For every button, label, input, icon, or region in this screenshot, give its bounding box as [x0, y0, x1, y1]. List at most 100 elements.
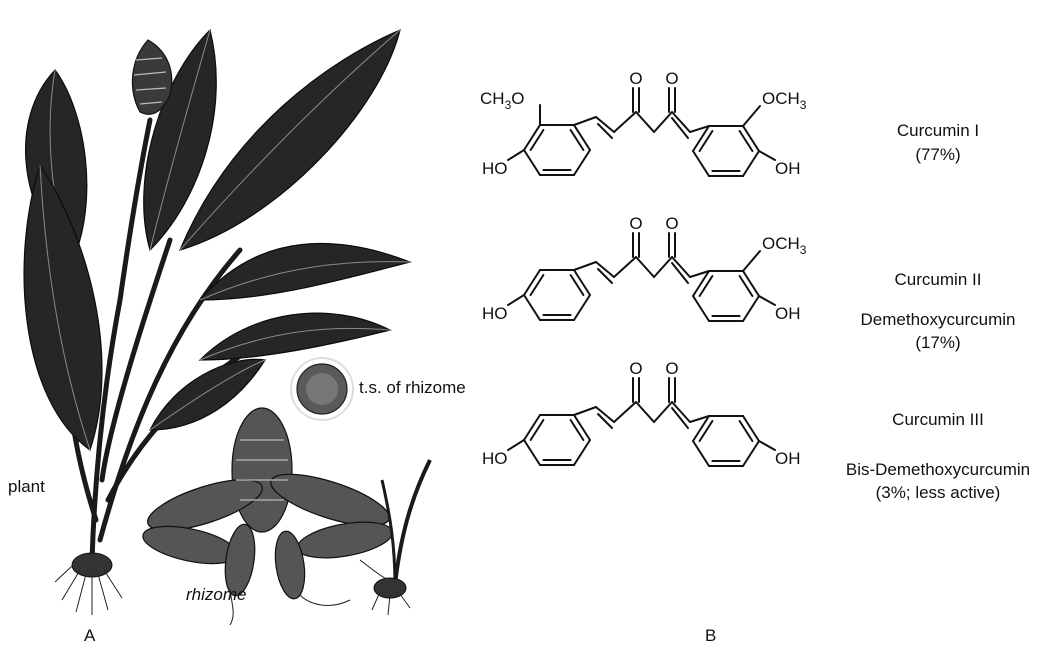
rhizome-cluster [142, 407, 401, 626]
carbonyl-oxygen-label: O [665, 69, 678, 88]
chain-bond [613, 401, 637, 423]
ring-bond [523, 269, 541, 296]
ring-bond [742, 295, 760, 322]
chain-bond [635, 111, 655, 133]
compound-alt-name: Bis-Demethoxycurcumin [846, 460, 1030, 479]
chain-bond [671, 256, 691, 278]
ring-bond [573, 124, 591, 151]
alkene-double-bond [671, 117, 689, 139]
compound-percent: (77%) [915, 145, 960, 164]
rhizome-cross-section [290, 357, 354, 421]
right-hydroxyl-label: OH [775, 304, 801, 323]
cross-section-label: t.s. of rhizome [359, 378, 466, 397]
leaf [23, 163, 103, 451]
hydroxyl-bond [758, 295, 776, 306]
ring-double-bond [569, 419, 585, 441]
rhizome-label: rhizome [186, 585, 246, 604]
right-hydroxyl-label: OH [775, 159, 801, 178]
small-plant [371, 459, 432, 616]
hydroxyl-bond [507, 294, 525, 306]
ring-bond [692, 440, 710, 467]
hydroxyl-bond [507, 439, 525, 451]
ring-double-bond [698, 275, 714, 297]
chain-bond [613, 256, 637, 278]
chain-bond [689, 270, 710, 278]
ring-double-bond [569, 274, 585, 296]
ring-double-bond [698, 130, 714, 152]
turmeric-plant-illustration [23, 28, 432, 626]
left-hydroxyl-label: HO [482, 159, 508, 178]
alkene-double-bond [597, 123, 613, 139]
right-methoxy-label: OCH3 [762, 234, 807, 257]
plant-roots [54, 552, 123, 615]
ring-bond [692, 150, 710, 177]
chain-bond [653, 111, 673, 133]
panel-letter-b: B [705, 626, 716, 645]
ring-bond [692, 415, 710, 442]
ring-bond [742, 270, 760, 297]
ring-bond [523, 414, 541, 441]
chain-bond [689, 125, 710, 133]
carbonyl-oxygen-label: O [665, 359, 678, 378]
chain-bond [671, 111, 691, 133]
hydroxyl-bond [758, 150, 776, 161]
alkene-double-bond [671, 262, 689, 284]
alkene-double-bond [597, 413, 613, 429]
main-stem [89, 117, 153, 563]
chain-bond [689, 415, 710, 423]
chain-bond [573, 406, 597, 416]
ring-bond [573, 414, 591, 441]
carbonyl-oxygen-label: O [665, 214, 678, 233]
chain-bond [573, 261, 597, 271]
flower-spike [131, 39, 173, 115]
hydroxyl-bond [507, 149, 525, 161]
chain-bond [635, 256, 655, 278]
plant-label: plant [8, 477, 45, 496]
chain-bond [573, 116, 597, 126]
carbonyl-oxygen-label: O [629, 69, 642, 88]
ring-double-bond [738, 275, 754, 297]
ring-bond [523, 149, 541, 176]
chain-bond [595, 261, 615, 278]
ring-bond [573, 149, 591, 176]
leaf [198, 243, 412, 301]
chain-bond [653, 256, 673, 278]
chain-bond [671, 401, 691, 423]
hydroxyl-bond [758, 440, 776, 451]
ring-bond [523, 124, 541, 151]
molecule-structure: O O HO OH Curcumin III Bis-Demethoxycurcumin (… [482, 359, 1030, 502]
carbonyl-oxygen-label: O [629, 359, 642, 378]
compound-name: Curcumin III [892, 410, 984, 429]
carbonyl-oxygen-label: O [629, 214, 642, 233]
compound-alt-name: Demethoxycurcumin [861, 310, 1016, 329]
ring-double-bond [698, 420, 714, 442]
methoxy-bond [742, 250, 761, 272]
panel-letter-a: A [84, 626, 96, 645]
methoxy-bond [742, 105, 761, 127]
left-hydroxyl-label: HO [482, 304, 508, 323]
chain-bond [635, 401, 655, 423]
compound-percent: (17%) [915, 333, 960, 352]
chain-bond [595, 406, 615, 423]
compound-percent: (3%; less active) [876, 483, 1001, 502]
ring-bond [523, 294, 541, 321]
chain-bond [595, 116, 615, 133]
right-methoxy-label: OCH3 [762, 89, 807, 112]
left-hydroxyl-label: HO [482, 449, 508, 468]
ring-bond [742, 415, 760, 442]
ring-bond [573, 439, 591, 466]
ring-bond [523, 439, 541, 466]
right-hydroxyl-label: OH [775, 449, 801, 468]
ring-double-bond [738, 420, 754, 442]
ring-bond [573, 269, 591, 296]
chain-bond [613, 111, 637, 133]
alkene-double-bond [671, 407, 689, 429]
ring-bond [573, 294, 591, 321]
ring-double-bond [738, 130, 754, 152]
ring-bond [742, 150, 760, 177]
leaf-stalk [99, 237, 173, 483]
